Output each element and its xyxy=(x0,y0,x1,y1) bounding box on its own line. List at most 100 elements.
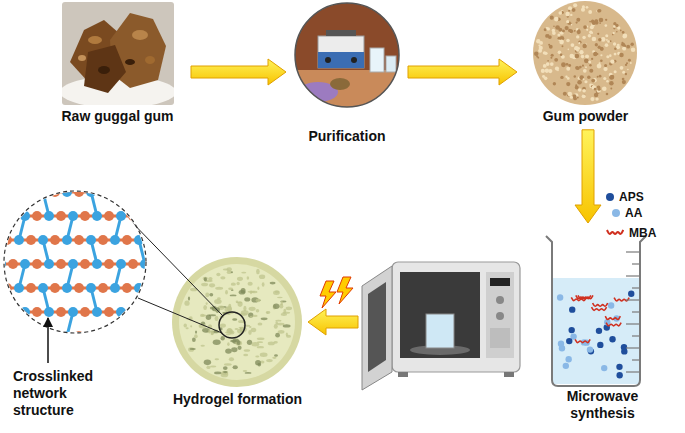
network-lattice xyxy=(0,191,19,194)
gel-texture xyxy=(225,348,232,353)
network-lattice xyxy=(110,331,120,341)
network-lattice xyxy=(44,307,54,317)
powder-grains xyxy=(591,32,593,34)
powder-grains xyxy=(598,38,602,42)
powder-grains xyxy=(609,81,614,86)
gel-texture xyxy=(217,297,221,299)
network-lattice xyxy=(110,283,120,293)
powder-grains xyxy=(557,70,559,72)
picture-space xyxy=(292,0,402,128)
photo-node: Raw guggal gum xyxy=(50,0,185,125)
network-lattice xyxy=(26,235,36,245)
powder-grains xyxy=(551,54,554,57)
gel-texture xyxy=(255,356,259,358)
network-lattice xyxy=(38,187,48,197)
network-lattice xyxy=(8,307,18,317)
powder-grains xyxy=(558,28,562,32)
gel-texture xyxy=(221,336,225,341)
network-lattice xyxy=(80,259,90,269)
gel-texture xyxy=(250,316,253,318)
gel-texture xyxy=(257,346,264,348)
gel-texture xyxy=(225,290,228,295)
powder-grains xyxy=(606,39,608,41)
leader-arrow xyxy=(47,318,49,363)
graduation-marks xyxy=(626,371,640,372)
powder-grains xyxy=(568,48,570,50)
gel-texture xyxy=(258,323,263,326)
network-lattice xyxy=(2,331,12,341)
network-lattice xyxy=(32,211,42,221)
beaker-contents xyxy=(557,294,563,300)
powder-grains xyxy=(607,40,610,43)
network-lattice xyxy=(116,259,126,269)
lightning-symbol xyxy=(320,281,336,308)
gel-texture xyxy=(208,329,210,334)
powder-grains xyxy=(566,63,569,66)
powder-grains xyxy=(626,45,630,49)
network-lattice xyxy=(115,191,139,194)
network-lattice xyxy=(0,335,19,338)
purification-photo xyxy=(290,0,410,110)
powder-grains xyxy=(597,64,602,69)
microwave-oven xyxy=(426,314,454,348)
powder-grains xyxy=(589,84,591,86)
purification-photo xyxy=(290,0,410,110)
powder-grains xyxy=(613,22,616,25)
powder-grains xyxy=(579,75,584,80)
powder-grains xyxy=(622,80,626,84)
powder-grains xyxy=(625,64,627,66)
powder-grains xyxy=(566,82,570,86)
powder-grains xyxy=(599,75,602,78)
graduation-marks xyxy=(632,263,640,264)
powder-grains xyxy=(617,44,620,47)
graduation-marks xyxy=(632,311,640,312)
gel-texture xyxy=(261,317,268,320)
network-lattice xyxy=(140,259,150,269)
gel-texture xyxy=(223,366,228,370)
process-arrow xyxy=(191,59,286,85)
gel-texture xyxy=(184,267,293,377)
powder-grains xyxy=(548,44,550,46)
gel-texture xyxy=(189,348,195,350)
powder-grains xyxy=(594,88,597,91)
network-lattice xyxy=(91,335,115,338)
network-lattice xyxy=(1,311,25,314)
network-lattice xyxy=(104,307,114,317)
microwave-oven xyxy=(504,372,514,377)
gel-texture xyxy=(241,310,249,315)
network-lattice xyxy=(8,259,18,269)
powder-grains xyxy=(586,29,588,31)
powder-grains xyxy=(625,73,627,75)
microwave-oven xyxy=(400,272,480,358)
legend-swatch xyxy=(612,209,620,217)
powder-grains xyxy=(588,60,591,63)
network-lattice xyxy=(92,211,102,221)
graduation-marks xyxy=(632,287,640,288)
node-label: Gum powder xyxy=(523,108,648,125)
powder-grains xyxy=(560,53,563,56)
network-lattice xyxy=(122,283,132,293)
gel-texture xyxy=(286,335,291,338)
powder-grains xyxy=(603,77,606,80)
purification-photo xyxy=(295,3,399,107)
powder-grains xyxy=(579,66,582,69)
powder-grains xyxy=(573,97,577,101)
gel-texture xyxy=(226,328,232,333)
node-label: Purification xyxy=(292,128,402,145)
powder-grains xyxy=(595,97,598,100)
powder-grains xyxy=(590,25,594,29)
powder-grains xyxy=(547,27,550,30)
powder-grains xyxy=(565,26,569,30)
network-lattice xyxy=(0,192,1,216)
microwave-oven xyxy=(398,372,408,377)
network-lattice xyxy=(68,307,78,317)
gel-texture xyxy=(206,366,210,369)
powder-grains xyxy=(583,25,587,29)
powder-grains xyxy=(568,10,570,12)
network-lattice xyxy=(50,331,60,341)
graduation-marks xyxy=(626,299,640,300)
gel-texture xyxy=(273,291,280,295)
gel-texture xyxy=(209,283,215,287)
network-lattice xyxy=(128,307,138,317)
node-label: Crosslinked network structure xyxy=(13,368,103,418)
